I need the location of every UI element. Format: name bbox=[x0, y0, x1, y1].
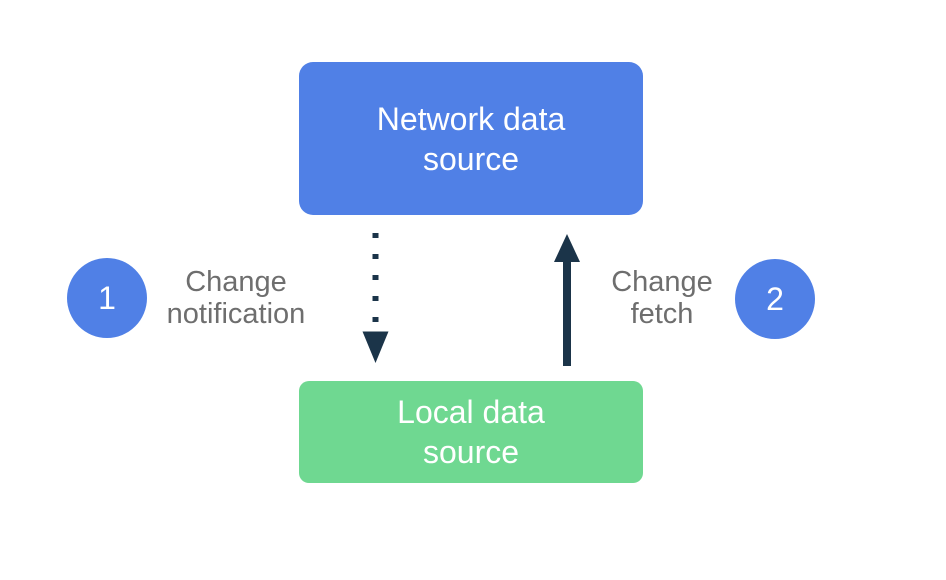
step-2-label-line2: fetch bbox=[630, 298, 694, 330]
step-1-label-line1: Change bbox=[185, 266, 287, 298]
step-1-label: Change notification bbox=[126, 266, 346, 330]
step-1-label-line2: notification bbox=[166, 298, 306, 330]
network-data-source-box: Network data source bbox=[299, 62, 643, 215]
step-2-label: Change fetch bbox=[552, 266, 772, 330]
change-notification-arrowhead-icon bbox=[362, 331, 389, 363]
local-box-label-line2: source bbox=[422, 434, 520, 470]
step-2-badge: 2 bbox=[735, 259, 815, 339]
network-box-label-line2: source bbox=[422, 140, 520, 177]
local-data-source-box: Local data source bbox=[299, 381, 643, 483]
step-2-label-line1: Change bbox=[611, 266, 713, 298]
change-fetch-arrowhead-icon bbox=[554, 234, 580, 262]
local-box-label-line1: Local data bbox=[397, 394, 545, 430]
change-notification-arrow bbox=[362, 233, 389, 363]
step-1-badge: 1 bbox=[67, 258, 147, 338]
network-box-label-line1: Network data bbox=[376, 100, 566, 137]
step-2-number: 2 bbox=[766, 280, 784, 317]
step-1-number: 1 bbox=[98, 279, 116, 316]
